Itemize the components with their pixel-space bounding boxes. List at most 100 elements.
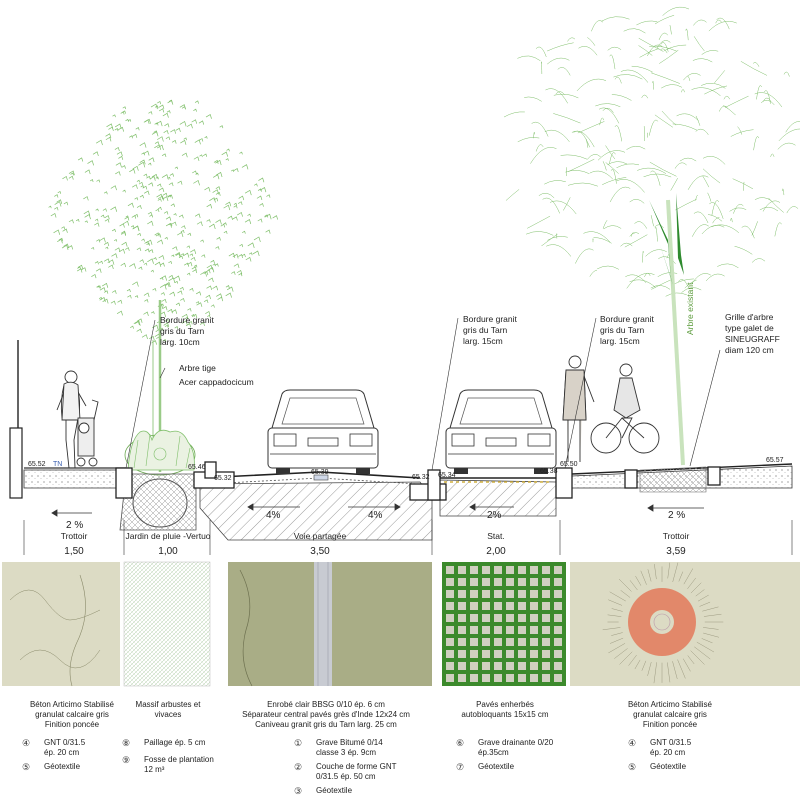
level-65-32-b: 65.32 [412, 474, 430, 481]
plan-parking-grass-pavers [442, 562, 566, 686]
level-labels: 65.52 TN 65.46 65.32 65.39 65.32 65.34 6… [28, 457, 784, 482]
annotation-bordure-15-a: Bordure granit gris du Tarn larg. 15cm [463, 314, 518, 346]
tree-grate-pit [639, 466, 707, 493]
facade-post [9, 427, 23, 499]
zone-width-5: 3,59 [666, 546, 686, 557]
car-right [445, 389, 557, 474]
plan-strip [0, 561, 800, 687]
cyclist [590, 363, 660, 454]
svg-text:Bordure granit: Bordure granit [160, 315, 215, 325]
material-description: Géotextile [316, 786, 353, 795]
level-65-38: 65.38 [540, 468, 558, 475]
svg-text:diam 120 cm: diam 120 cm [725, 345, 774, 355]
annotation-grille: Grille d'arbre type galet de SINEUGRAFF … [725, 312, 780, 355]
existing-tree-trunk [649, 193, 685, 466]
level-65-52: 65.52 [28, 461, 46, 468]
material-number: ③ [294, 786, 303, 796]
svg-text:gris du Tarn: gris du Tarn [600, 325, 645, 335]
dimension-lines [23, 520, 793, 555]
central-separator [313, 474, 329, 481]
zone-name-2: Jardin de pluie -Vertuo [125, 531, 210, 541]
zone-name-4: Stat. [487, 531, 504, 541]
svg-text:Acer cappadocicum: Acer cappadocicum [179, 377, 254, 387]
rain-garden-shrubs [124, 429, 196, 476]
level-65-46: 65.46 [188, 464, 206, 471]
level-65-39: 65.39 [311, 469, 329, 476]
material-number: ① [294, 738, 303, 748]
svg-text:SINEUGRAFF: SINEUGRAFF [725, 334, 780, 344]
slope-5: 2 % [668, 510, 685, 521]
svg-text:larg. 15cm: larg. 15cm [600, 336, 640, 346]
svg-text:gris du Tarn: gris du Tarn [463, 325, 508, 335]
material-number: ④ [628, 738, 637, 748]
arbre-existant-label: Arbre existant [685, 282, 695, 335]
material-description: Géotextile [44, 762, 81, 771]
existing-tree-canopy [503, 6, 800, 297]
left-sidewalk-base [23, 469, 127, 489]
level-65-57: 65.57 [766, 457, 784, 464]
zone-labels: Trottoir Jardin de pluie -Vertuo Voie pa… [61, 531, 690, 557]
plan-rain-garden [123, 561, 211, 687]
leader-lines [125, 317, 721, 471]
level-65-34: 65.34 [438, 472, 456, 479]
svg-text:Grille d'arbre: Grille d'arbre [725, 312, 774, 322]
plan-road-left [228, 562, 314, 686]
svg-text:larg. 10cm: larg. 10cm [160, 337, 200, 347]
slope-3: 4% [368, 510, 383, 521]
material-number: ⑧ [122, 738, 131, 748]
plan-separator [314, 562, 332, 686]
zone-name-3: Voie partagée [294, 531, 347, 541]
roadway-surface [199, 471, 421, 479]
zone-width-3: 3,50 [310, 546, 330, 557]
tn-label: TN [53, 461, 62, 468]
svg-text:gris du Tarn: gris du Tarn [160, 326, 205, 336]
zone-name-5: Trottoir [663, 531, 690, 541]
material-number: ⑤ [22, 762, 31, 772]
zone-width-2: 1,00 [158, 546, 178, 557]
svg-text:Arbre tige: Arbre tige [179, 363, 216, 373]
material-number: ⑤ [628, 762, 637, 772]
svg-text:larg. 15cm: larg. 15cm [463, 336, 503, 346]
material-number: ⑥ [456, 738, 465, 748]
svg-text:Bordure granit: Bordure granit [600, 314, 655, 324]
material-number: ② [294, 762, 303, 772]
slope-labels: 2 % 4% 4% 2% 2 % [66, 510, 685, 531]
zone-width-4: 2,00 [486, 546, 506, 557]
level-65-50: 65.50 [560, 461, 578, 468]
kerbs [115, 461, 721, 501]
svg-text:Bordure granit: Bordure granit [463, 314, 518, 324]
zone-name-1: Trottoir [61, 531, 88, 541]
plan-sidewalk-left [2, 562, 120, 686]
slope-4: 2% [487, 510, 502, 521]
material-description: Paillage ép. 5 cm [144, 738, 206, 747]
annotation-bordure-15-b: Bordure granit gris du Tarn larg. 15cm [600, 314, 655, 346]
slope-arrows [51, 503, 704, 517]
car-left [267, 389, 379, 474]
material-number: ⑦ [456, 762, 465, 772]
plan-road-right [332, 562, 432, 686]
man-standing [562, 355, 595, 462]
slope-2: 4% [266, 510, 281, 521]
slope-1: 2 % [66, 520, 83, 531]
root-ball [132, 478, 188, 528]
material-description: Géotextile [478, 762, 515, 771]
annotation-bordure-10: Bordure granit gris du Tarn larg. 10cm [160, 315, 215, 347]
young-tree-canopy [48, 99, 279, 345]
annotation-arbre-tige: Arbre tige Acer cappadocicum [179, 363, 254, 387]
level-65-32-a: 65.32 [214, 475, 232, 482]
material-description: Géotextile [650, 762, 687, 771]
svg-text:type galet de: type galet de [725, 323, 774, 333]
zone-width-1: 1,50 [64, 546, 84, 557]
woman-with-stroller [56, 370, 99, 469]
